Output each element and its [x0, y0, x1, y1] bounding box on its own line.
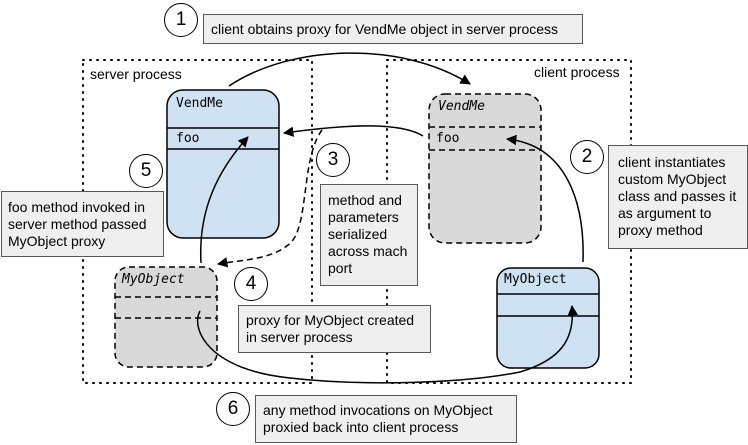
step-6-note: any method invocations on MyObject proxi… — [255, 395, 517, 443]
step-2-note: client instantiates custom MyObject clas… — [608, 145, 748, 249]
arrow-proxy-back-to-client — [196, 304, 579, 384]
server-process-region — [82, 59, 313, 384]
step-4-note: proxy for MyObject created in server pro… — [238, 305, 431, 353]
step-1-marker: 1 — [164, 3, 198, 37]
server-myobject-proxy-name: MyObject — [122, 272, 185, 287]
step-5-note: foo method invoked in server method pass… — [1, 191, 164, 257]
step-4-marker: 4 — [234, 267, 268, 301]
step-3-marker: 3 — [316, 143, 350, 177]
server-process-label: server process — [90, 66, 182, 82]
server-vendme-name: VendMe — [176, 96, 223, 111]
server-vendme-method: foo — [176, 131, 200, 146]
step-5-marker: 5 — [129, 154, 163, 188]
client-vendme-proxy-method: foo — [436, 131, 460, 146]
client-myobject-name: MyObject — [504, 272, 567, 287]
arrow-obtain-proxy — [228, 52, 471, 87]
server-vendme-object — [166, 89, 280, 239]
step-3-note: method and parameters serialized across … — [320, 184, 418, 286]
client-process-label: client process — [534, 64, 620, 80]
client-myobject-object — [496, 267, 600, 369]
server-myobject-proxy-object — [114, 266, 218, 368]
client-vendme-proxy-object — [428, 93, 542, 244]
arrow-serialize-myobject — [216, 129, 323, 268]
step-6-marker: 6 — [216, 392, 250, 426]
arrow-client-calls-proxy-foo — [505, 134, 584, 263]
step-1-note: client obtains proxy for VendMe object i… — [203, 14, 583, 44]
arrow-proxy-to-server-foo — [282, 125, 424, 137]
arrow-server-invokes-foo — [199, 136, 249, 264]
step-2-marker: 2 — [570, 140, 604, 174]
client-vendme-proxy-name: VendMe — [438, 99, 485, 114]
